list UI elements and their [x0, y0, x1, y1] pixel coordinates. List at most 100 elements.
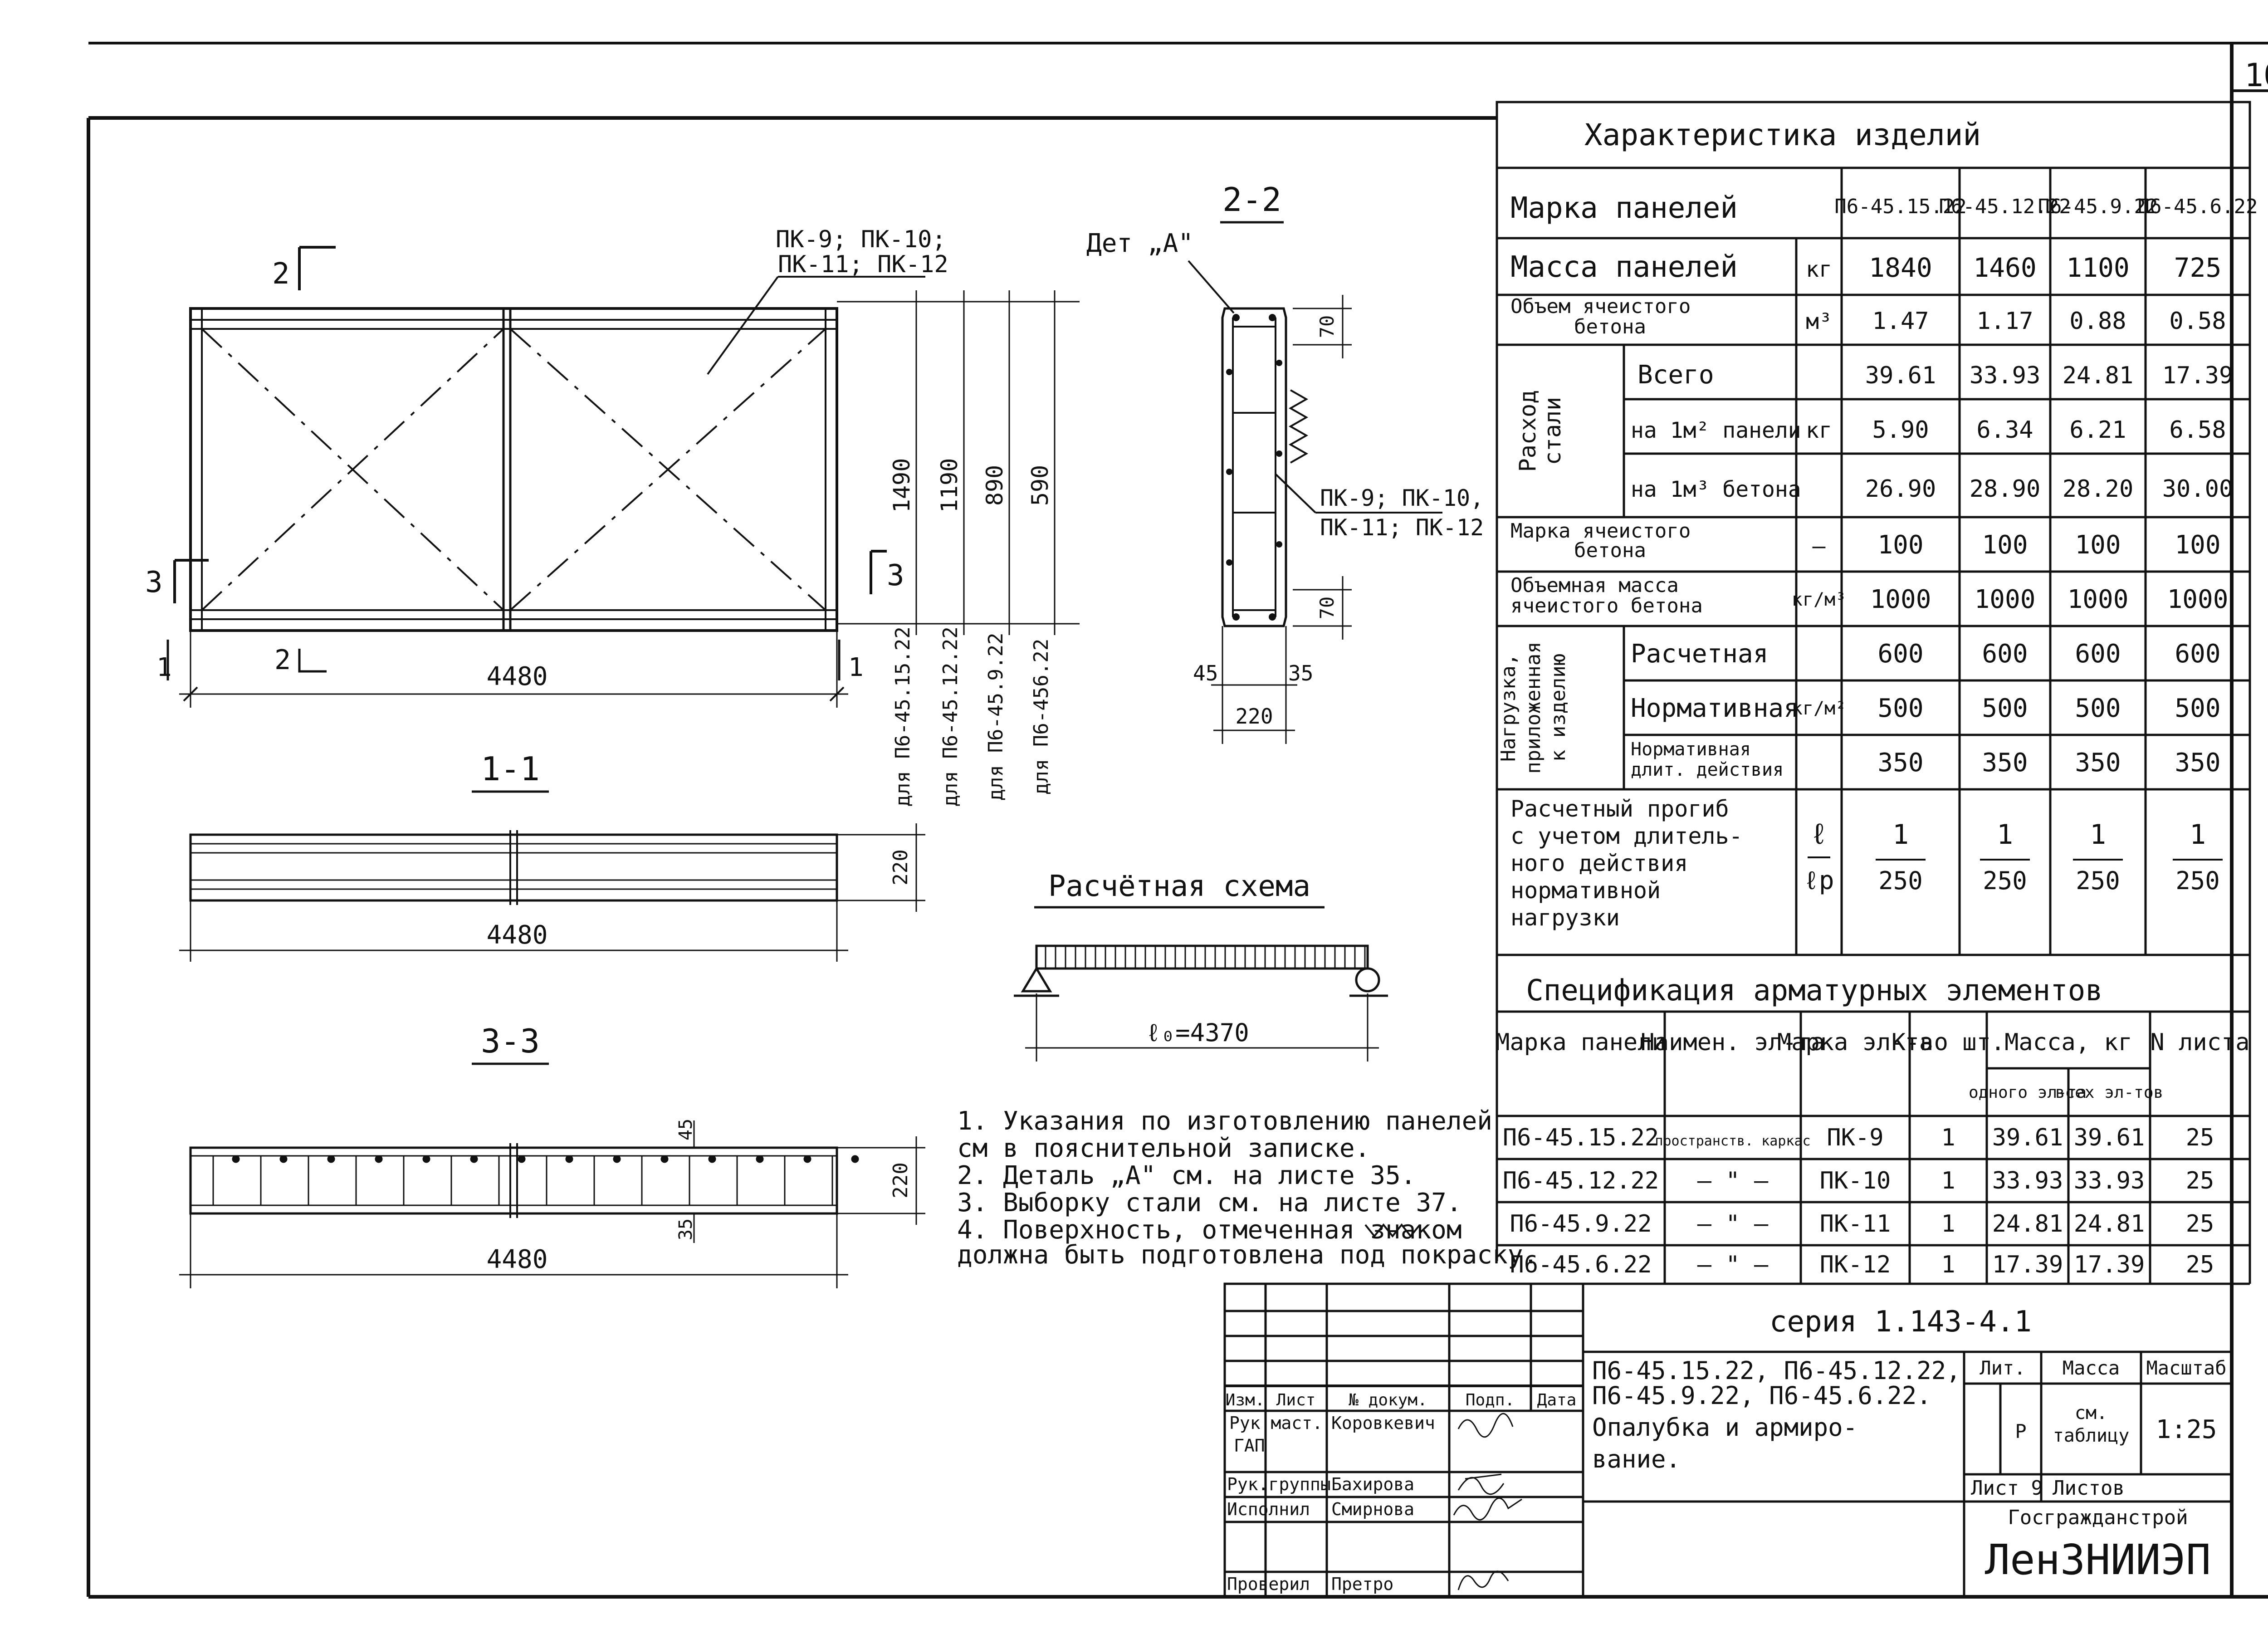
char-steel-total-1: 39.61 — [1865, 362, 1936, 389]
char-title: Характеристика изделий — [1584, 117, 1981, 152]
char-steel-total-4: 17.39 — [2162, 362, 2234, 389]
load-group-3: к изделию — [1547, 654, 1570, 762]
char-load-norm-4: 500 — [2175, 694, 2220, 723]
spec-cell-r1-c7: 25 — [2186, 1124, 2214, 1151]
char-steel-m2-2: 6.34 — [1976, 416, 2033, 444]
load-calc-label: Расчетная — [1631, 639, 1768, 669]
steel-m2-label: на 1м² панели — [1631, 418, 1801, 443]
height-dim-890: 890 — [982, 465, 1008, 506]
deflection-num-3: 1 — [2090, 819, 2106, 851]
volume-label-2: бетона — [1574, 315, 1646, 338]
deflection-num-4: 1 — [2190, 819, 2206, 851]
steel-group-1: Расход — [1515, 390, 1541, 472]
height-label-2: для П6-45.12.22 — [939, 626, 962, 807]
char-concrete-brand-4: 100 — [2175, 530, 2220, 560]
note-1b: см в пояснительной записке. — [957, 1134, 1370, 1163]
height-dim-590: 590 — [1027, 465, 1053, 506]
mass-unit: кг — [1806, 257, 1832, 282]
spec-h-name: Наимен. эл-та — [1641, 1029, 1825, 1056]
dim-45: 45 — [1193, 661, 1218, 685]
dim-35: 35 — [1288, 661, 1313, 685]
density-label-1: Объемная масса — [1510, 574, 1679, 597]
char-load-long-2: 350 — [1982, 748, 2028, 778]
volume-label-1: Объем ячеистого — [1510, 295, 1691, 318]
cut-2-top: 2 — [272, 257, 290, 291]
char-mass-1: 1840 — [1869, 252, 1932, 283]
deflection-den-2: 250 — [1983, 866, 2027, 895]
tb-scale-value: 1:25 — [2156, 1415, 2217, 1444]
load-group-2: приложенная — [1522, 641, 1545, 773]
designation-2: П6-45.9.22, П6-45.6.22. — [1592, 1381, 1931, 1410]
panel-col-4: П6-45.6.22 — [2138, 195, 2258, 218]
spec-cell-r1-c4: 1 — [1941, 1124, 1955, 1151]
rebar-dot — [470, 1155, 478, 1163]
load-norm-label: Нормативная — [1631, 694, 1799, 723]
tb-sheets-label: Листов — [2053, 1477, 2125, 1500]
spec-cell-r1-c3: ПК-9 — [1827, 1124, 1883, 1151]
section-1-1-title: 1-1 — [481, 750, 540, 788]
rebar-dot — [422, 1155, 430, 1163]
tb-org: ЛенЗНИИЭП — [1985, 1536, 2211, 1584]
char-concrete-brand-2: 100 — [1982, 530, 2028, 560]
char-density-2: 1000 — [1975, 585, 2036, 614]
s33-length-dim: 4480 — [487, 1245, 548, 1274]
deflection-label-3: ного действия — [1510, 850, 1688, 876]
panel-plan-view: ПК-9; ПК-10; ПК-11; ПК-12 2 3 3 2 1 1 44… — [145, 226, 1080, 807]
rebar-dot — [613, 1155, 621, 1163]
spec-cell-r3-c4: 1 — [1941, 1210, 1955, 1238]
deflection-den-4: 250 — [2175, 866, 2220, 895]
volume-unit: м³ — [1806, 309, 1832, 334]
char-volume-4: 0.58 — [2169, 308, 2226, 335]
spec-cell-r4-c4: 1 — [1941, 1251, 1955, 1278]
deflection-label-2: с учетом длитель- — [1510, 823, 1743, 849]
note-4b: должна быть подготовлена под покраску. — [957, 1240, 1538, 1270]
spec-cell-r4-c1: П6-45.6.22 — [1510, 1251, 1652, 1278]
rebar-dot — [851, 1155, 859, 1163]
spec-cell-r4-c7: 25 — [2186, 1251, 2214, 1278]
load-group-1: Нагрузка, — [1497, 654, 1520, 762]
characteristics-table: Характеристика изделий Марка панелей П6-… — [1496, 101, 2258, 1261]
deflection-unit-num: ℓ — [1810, 817, 1828, 851]
rebar-dot — [756, 1155, 764, 1163]
dim-220-s33: 220 — [889, 1162, 912, 1198]
s33-stirrups — [212, 1155, 859, 1205]
concrete-brand-label-1: Марка ячеистого — [1510, 519, 1691, 543]
char-steel-m2-1: 5.90 — [1872, 416, 1929, 444]
spec-cell-r3-c1: П6-45.9.22 — [1510, 1210, 1652, 1238]
callout-top-line1: ПК-9; ПК-10; — [776, 226, 946, 253]
calc-scheme: Расчётная схема ℓ₀=4370 — [1014, 870, 1388, 1062]
rebar-dot — [375, 1155, 383, 1163]
rebar-dot — [232, 1155, 240, 1163]
panel-col-2: П6-45.12.22 — [1939, 195, 2071, 218]
deflection-den-1: 250 — [1878, 866, 1923, 895]
series-title: серия 1.143-4.1 — [1769, 1305, 2032, 1339]
cut-3-left: 3 — [145, 566, 163, 599]
deflection-num-1: 1 — [1892, 819, 1909, 851]
tb-mass-value: см. таблицу — [2053, 1403, 2130, 1446]
steel-group-2: стали — [1540, 397, 1566, 465]
spec-cell-r2-c4: 1 — [1941, 1167, 1955, 1194]
spec-h-brand: Марка эл-та — [1777, 1029, 1933, 1056]
mass-label: Масса панелей — [1510, 250, 1738, 284]
panel-col-1: П6-45.15.22 — [1834, 195, 1966, 218]
height-dim-1490: 1490 — [889, 458, 915, 513]
spec-cell-r2-c2: — " — — [1697, 1167, 1769, 1194]
tb-lit-value: Р — [2015, 1420, 2026, 1443]
spec-cell-r2-c5: 33.93 — [1992, 1167, 2063, 1194]
callout-section-line2: ПК-11; ПК-12 — [1320, 514, 1484, 541]
char-load-long-3: 350 — [2075, 748, 2121, 778]
spec-cell-r2-c7: 25 — [2186, 1167, 2214, 1194]
designation-1: П6-45.15.22, П6-45.12.22, — [1592, 1356, 1961, 1385]
char-load-calc-2: 600 — [1982, 639, 2028, 669]
char-steel-total-2: 33.93 — [1970, 362, 2041, 389]
dim-70-top: 70 — [1316, 315, 1338, 338]
deflection-den-3: 250 — [2076, 866, 2120, 895]
tb-role-4: Исполнил — [1227, 1499, 1310, 1519]
char-steel-m2-4: 6.58 — [2169, 416, 2226, 444]
spec-h-panel: Марка панели — [1496, 1029, 1666, 1056]
char-mass-4: 725 — [2174, 252, 2222, 283]
char-volume-1: 1.47 — [1872, 308, 1929, 335]
designation-3: Опалубка и армиро- — [1592, 1413, 1857, 1442]
load-long-label-2: длит. действия — [1631, 759, 1784, 780]
